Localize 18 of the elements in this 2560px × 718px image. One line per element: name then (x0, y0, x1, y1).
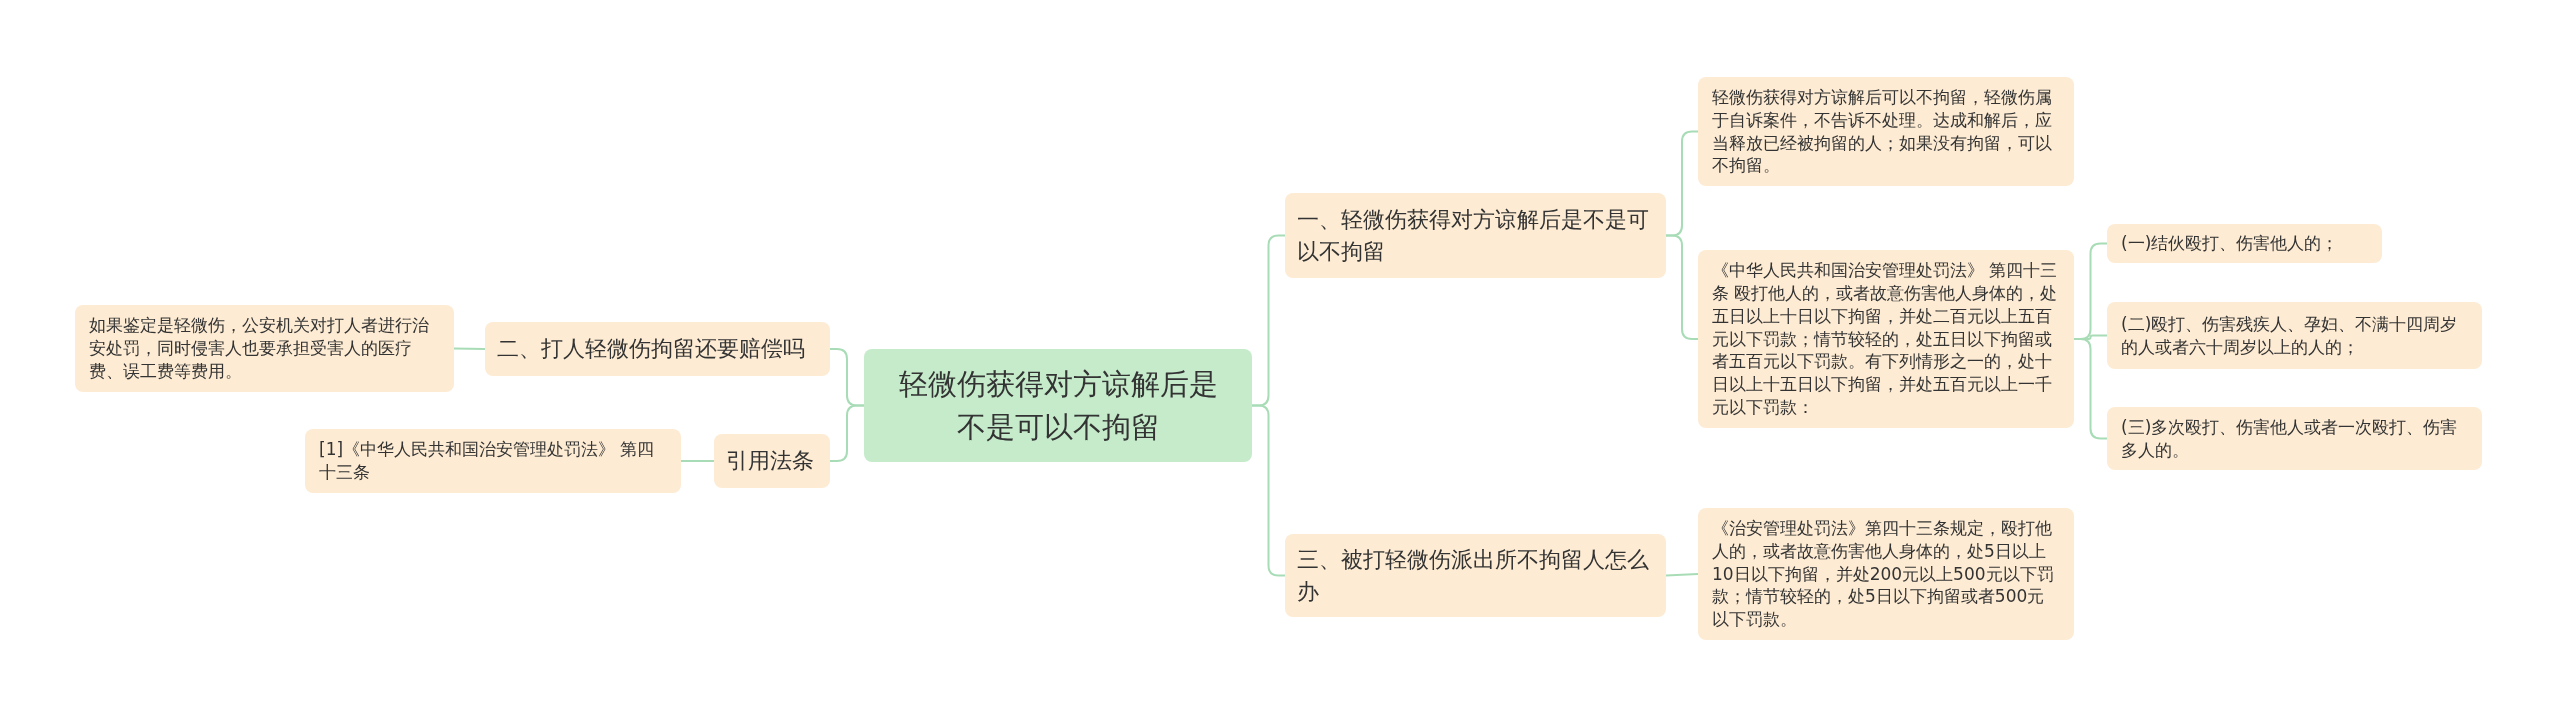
connector-line (453, 347, 486, 350)
note-box: 轻微伤获得对方谅解后可以不拘留，轻微伤属于自诉案件，不告诉不处理。达成和解后，应当释放已经被拘留的人；如果没有拘留，可以不拘留。 (1698, 77, 2074, 186)
root-topic-box: 轻微伤获得对方谅解后是不是可以不拘留 (864, 349, 1252, 462)
topic-box: 二、打人轻微伤拘留还要赔偿吗 (485, 322, 830, 376)
connector-line (1665, 573, 1699, 577)
topic-box: 三、被打轻微伤派出所不拘留人怎么办 (1285, 534, 1666, 617)
note-box: (二)殴打、伤害残疾人、孕妇、不满十四周岁的人或者六十周岁以上的人的； (2107, 302, 2482, 369)
note-box: (一)结伙殴打、伤害他人的； (2107, 224, 2382, 263)
note-box: (三)多次殴打、伤害他人或者一次殴打、伤害多人的。 (2107, 407, 2482, 470)
topic-box: 一、轻微伤获得对方谅解后是不是可以不拘留 (1285, 193, 1666, 278)
note-box: 《治安管理处罚法》第四十三条规定，殴打他人的，或者故意伤害他人身体的，处5日以上10日以下拘留，并处200元以上500元以下罚款；情节较轻的，处5日以下拘留或者500元以下罚款。 (1698, 508, 2074, 640)
connector-line (680, 460, 715, 462)
connector-line (1251, 404, 1286, 577)
note-box: [1]《中华人民共和国治安管理处罚法》 第四十三条 (305, 429, 681, 493)
note-box: 如果鉴定是轻微伤，公安机关对打人者进行治安处罚，同时侵害人也要承担受害人的医疗费、误工费等费用。 (75, 305, 454, 392)
note-box: 《中华人民共和国治安管理处罚法》 第四十三条 殴打他人的，或者故意伤害他人身体的，处五日以上十日以下拘留，并处二百元以上五百元以下罚款；情节较轻的，处五日以下拘留或者五百元以下罚款。有下列情形之一的，处十日以上十五日以下拘留，并处五百元以上一千元以下罚款： (1698, 250, 2074, 428)
connector-line (2073, 338, 2108, 440)
topic-box: 引用法条 (714, 434, 830, 488)
